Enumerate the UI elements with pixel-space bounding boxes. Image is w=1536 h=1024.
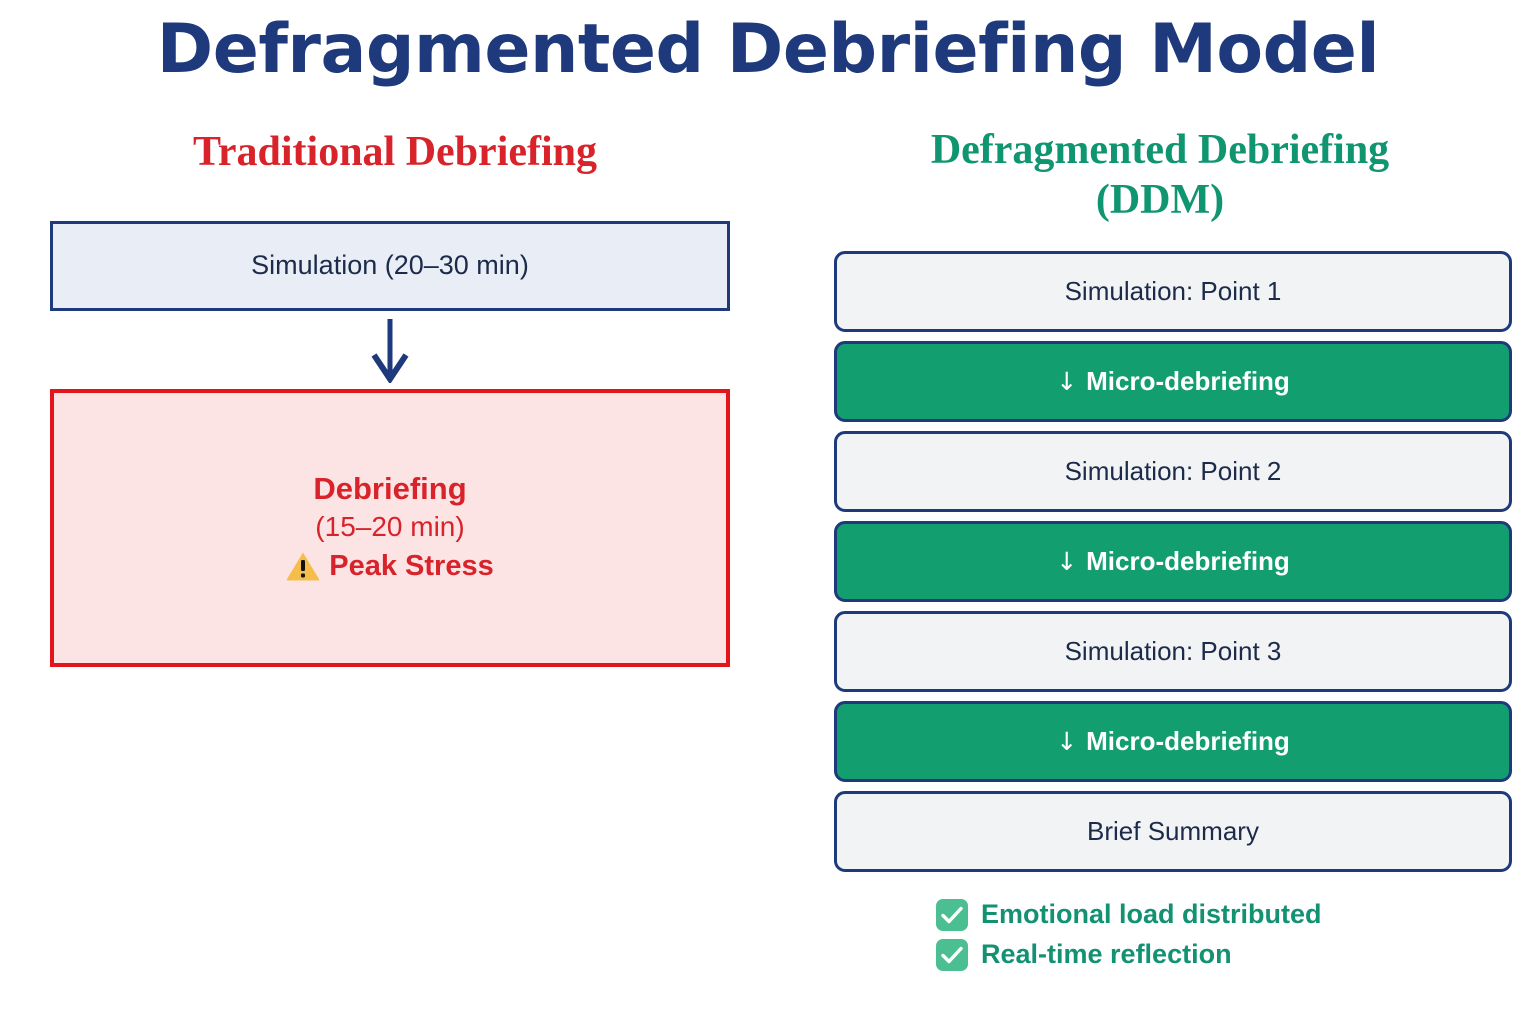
page-title: Defragmented Debriefing Model	[156, 10, 1380, 89]
ddm-step-simulation-point-2: Simulation: Point 2	[834, 431, 1512, 513]
benefit-item-emotional-load: Emotional load distributed	[936, 899, 1520, 932]
debriefing-title: Debriefing	[313, 470, 467, 506]
check-icon	[936, 899, 968, 932]
traditional-debriefing-column: Traditional Debriefing Simulation (20–30…	[40, 120, 750, 667]
benefit-label: Emotional load distributed	[981, 899, 1322, 930]
check-icon	[936, 939, 968, 972]
peak-stress-label: Peak Stress	[329, 549, 494, 582]
ddm-step-simulation-point-3: Simulation: Point 3	[834, 611, 1512, 693]
ddm-step-micro-debriefing-1: ↓ Micro-debriefing	[834, 341, 1512, 423]
ddm-step-label: Simulation: Point 3	[1064, 636, 1282, 667]
ddm-step-label: Micro-debriefing	[1086, 726, 1290, 757]
ddm-step-label: Brief Summary	[1087, 816, 1259, 847]
peak-stress-row: Peak Stress	[286, 548, 494, 586]
ddm-step-micro-debriefing-3: ↓ Micro-debriefing	[834, 701, 1512, 783]
arrow-down-icon	[370, 317, 410, 383]
arrow-down-icon: ↓	[1056, 547, 1078, 577]
ddm-step-label: Micro-debriefing	[1086, 546, 1290, 577]
ddm-heading-line-2: (DDM)	[1095, 176, 1225, 223]
ddm-step-label: Simulation: Point 1	[1064, 276, 1282, 307]
ddm-heading-line-1: Defragmented Debriefing	[930, 127, 1390, 173]
traditional-debriefing-heading: Traditional Debriefing	[192, 129, 598, 175]
ddm-step-micro-debriefing-2: ↓ Micro-debriefing	[834, 521, 1512, 603]
ddm-step-stack: Simulation: Point 1 ↓ Micro-debriefing S…	[834, 251, 1512, 873]
warning-triangle-icon	[286, 551, 320, 581]
debriefing-duration: (15–20 min)	[315, 510, 465, 542]
ddm-step-label: Simulation: Point 2	[1064, 456, 1282, 487]
benefit-label: Real-time reflection	[981, 939, 1232, 970]
ddm-step-label: Micro-debriefing	[1086, 366, 1290, 397]
ddm-benefits-list: Emotional load distributed Real-time ref…	[936, 899, 1520, 972]
benefit-item-real-time-reflection: Real-time reflection	[936, 939, 1520, 972]
traditional-debriefing-box: Debriefing (15–20 min) Peak Stress	[50, 388, 730, 667]
flow-arrow-container	[40, 311, 740, 389]
traditional-simulation-label: Simulation (20–30 min)	[251, 250, 529, 281]
ddm-heading: Defragmented Debriefing (DDM)	[800, 126, 1520, 225]
arrow-down-icon: ↓	[1056, 367, 1078, 397]
ddm-step-simulation-point-1: Simulation: Point 1	[834, 251, 1512, 333]
ddm-step-brief-summary: Brief Summary	[834, 791, 1512, 873]
traditional-simulation-box: Simulation (20–30 min)	[50, 220, 730, 311]
arrow-down-icon: ↓	[1056, 727, 1078, 757]
defragmented-debriefing-column: Defragmented Debriefing (DDM) Simulation…	[800, 120, 1520, 972]
